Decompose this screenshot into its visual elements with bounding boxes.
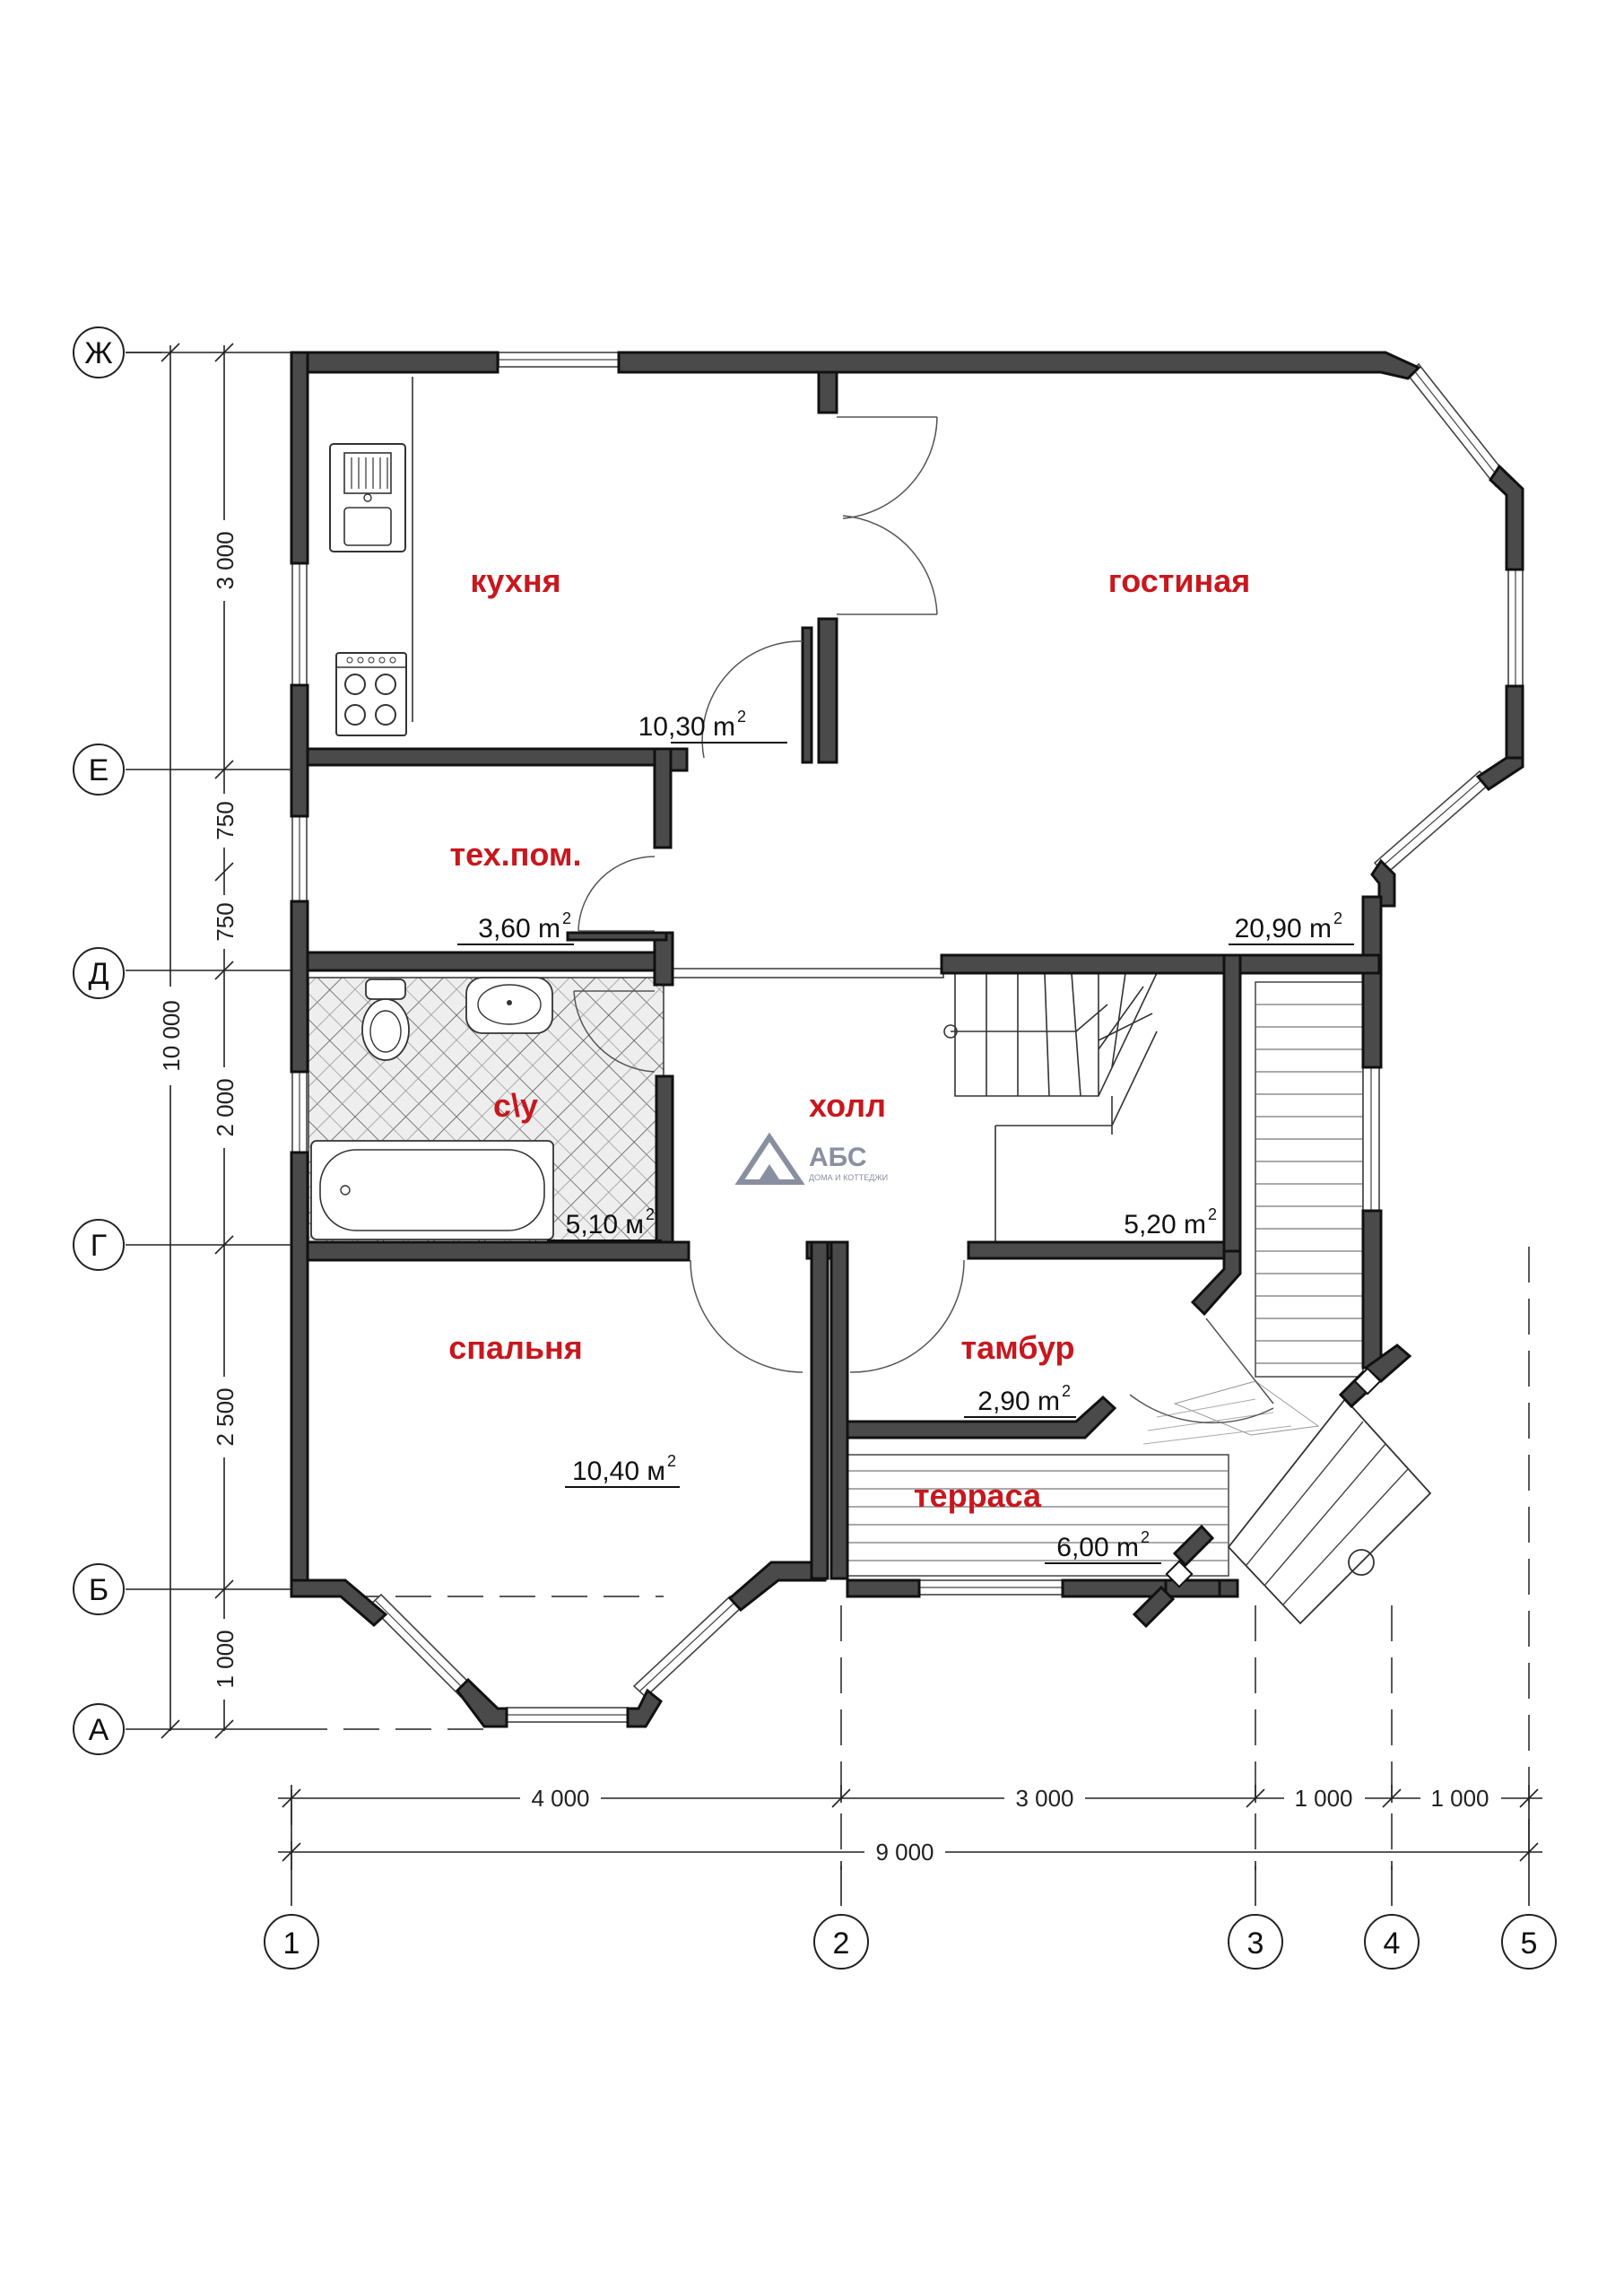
sink-icon <box>329 443 406 552</box>
area-terrace: 6,00 m <box>1056 1533 1139 1562</box>
area-bedroom-sup: 2 <box>667 1452 676 1470</box>
staircase <box>943 972 1158 1242</box>
vestibule-landing-hatch <box>1142 1380 1320 1445</box>
horizontal-dimension-labels: 4 000 3 000 1 000 1 000 9 000 <box>520 1780 1501 1867</box>
axis-row-e <box>73 744 125 796</box>
dim-v-5: 2 500 <box>212 1387 239 1446</box>
logo-tagline: ДОМА И КОТТЕДЖИ <box>809 1173 888 1182</box>
row-axis-markers: Ж Е Д Г Б А <box>73 326 161 1755</box>
kitchen-counter <box>329 377 413 736</box>
axis-row-b-label: Б <box>89 1573 109 1607</box>
area-vestibule: 2,90 m <box>977 1387 1060 1416</box>
dim-v-1: 3 000 <box>212 531 239 589</box>
area-terrace-sup: 2 <box>1141 1528 1150 1546</box>
area-bath-sup: 2 <box>646 1205 655 1223</box>
area-labels: 10,30 m 2 20,90 m 2 3,60 m 2 5,10 м 2 5,… <box>457 708 1354 1564</box>
doors <box>573 416 1274 1424</box>
dim-h-4: 1 000 <box>1430 1785 1489 1812</box>
area-vestibule-sup: 2 <box>1062 1382 1071 1400</box>
room-name-kitchen: кухня <box>470 562 560 599</box>
windows <box>291 352 1524 1723</box>
room-name-living: гостиная <box>1108 562 1251 599</box>
axis-row-zh <box>73 326 125 378</box>
room-name-bath: с\у <box>493 1087 538 1124</box>
stove-icon <box>335 652 407 736</box>
area-bath: 5,10 м <box>566 1210 644 1239</box>
axis-row-d <box>73 947 125 999</box>
area-tech-sup: 2 <box>562 909 571 927</box>
dim-v-6: 1 000 <box>212 1630 239 1688</box>
axis-col-3 <box>1228 1914 1283 1970</box>
area-living: 20,90 m <box>1235 914 1332 944</box>
axis-row-g <box>73 1219 125 1271</box>
bathtub-icon <box>310 1140 554 1240</box>
axis-col-2-label: 2 <box>833 1926 850 1961</box>
area-kitchen-sup: 2 <box>737 708 746 726</box>
toilet-icon <box>365 978 406 1000</box>
house-triangle-icon <box>734 1132 805 1185</box>
area-bedroom: 10,40 м <box>572 1457 665 1486</box>
room-name-hall: холл <box>809 1087 886 1124</box>
room-name-tech: тех.пом. <box>449 836 581 873</box>
area-living-sup: 2 <box>1333 909 1342 927</box>
dim-h-2: 3 000 <box>1015 1785 1073 1812</box>
room-name-bedroom: спальня <box>448 1329 583 1366</box>
area-tech: 3,60 m <box>478 914 560 944</box>
area-kitchen: 10,30 m <box>638 712 735 742</box>
room-labels: кухня гостиная тех.пом. с\у холл спальня… <box>448 562 1250 1514</box>
entry-steps <box>1227 1397 1432 1625</box>
axis-col-1 <box>264 1914 319 1970</box>
dim-h-1: 4 000 <box>531 1785 589 1812</box>
step-post-circle <box>1348 1549 1375 1576</box>
axis-col-4 <box>1364 1914 1420 1970</box>
axis-row-a-label: А <box>89 1713 109 1747</box>
side-ramp-decking <box>1255 981 1364 1378</box>
axis-col-5-label: 5 <box>1521 1926 1538 1961</box>
company-logo: АБС ДОМА И КОТТЕДЖИ <box>734 1132 888 1185</box>
axis-col-2 <box>813 1914 869 1970</box>
terrace-decking <box>842 1454 1229 1577</box>
axis-row-g-label: Г <box>91 1229 107 1263</box>
axis-col-4-label: 4 <box>1384 1926 1401 1961</box>
posts <box>1165 1367 1382 1588</box>
axis-extension-lines <box>291 1861 1530 1906</box>
axis-col-5 <box>1501 1914 1557 1970</box>
room-name-vestibule: тамбур <box>960 1329 1074 1366</box>
axis-row-a <box>73 1703 125 1755</box>
area-hall: 5,20 m <box>1124 1210 1206 1239</box>
logo-name: АБС <box>809 1143 867 1172</box>
dim-v-4: 2 000 <box>212 1078 239 1136</box>
dim-h-total: 9 000 <box>875 1839 934 1866</box>
walls <box>290 351 1524 1728</box>
axis-col-3-label: 3 <box>1247 1926 1264 1961</box>
dim-v-2: 750 <box>212 801 239 839</box>
axis-col-1-label: 1 <box>283 1926 300 1961</box>
axis-row-zh-label: Ж <box>84 336 112 370</box>
axis-row-d-label: Д <box>88 957 109 991</box>
area-hall-sup: 2 <box>1208 1205 1217 1223</box>
dim-v-3: 750 <box>212 902 239 941</box>
dim-v-total: 10 000 <box>158 1000 185 1072</box>
column-axis-markers: 1 2 3 4 5 <box>264 1914 1557 1970</box>
bathroom-fixtures <box>310 977 554 1240</box>
axis-row-b <box>73 1563 125 1615</box>
axis-row-e-label: Е <box>89 753 109 787</box>
dim-h-3: 1 000 <box>1294 1785 1352 1812</box>
vertical-dimension-labels: 3 000 750 750 2 000 2 500 1 000 10 000 <box>152 520 242 1700</box>
room-name-terrace: терраса <box>914 1477 1042 1514</box>
